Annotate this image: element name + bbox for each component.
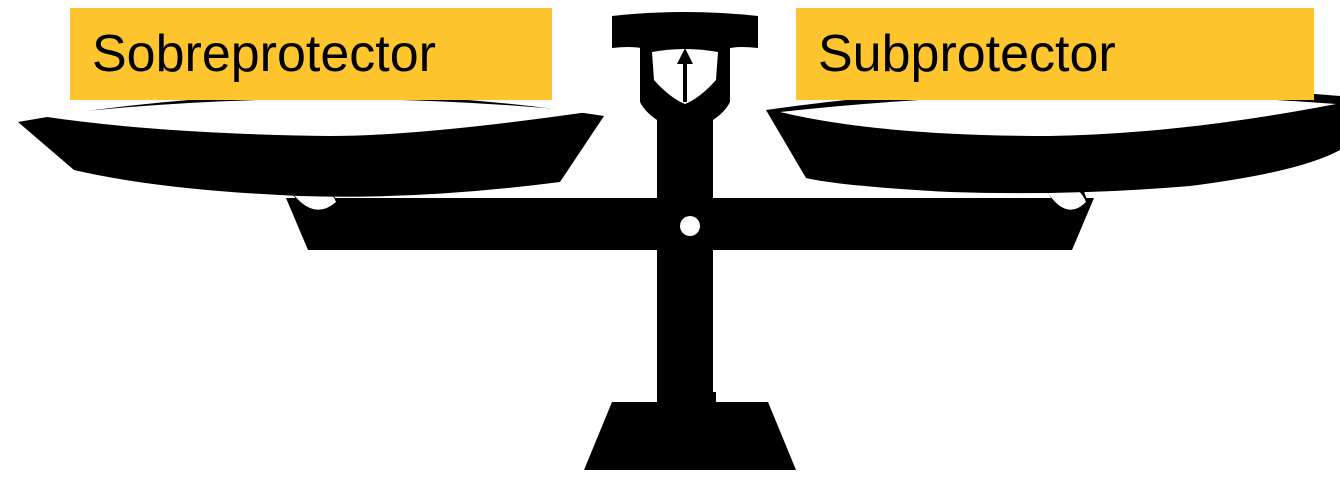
label-sobreprotector: Sobreprotector bbox=[70, 8, 552, 100]
left-pan-rim bbox=[40, 98, 588, 136]
pivot-point bbox=[680, 216, 700, 236]
up-arrow-icon bbox=[677, 48, 693, 102]
scale-base bbox=[584, 392, 796, 470]
right-pan-rim bbox=[780, 94, 1336, 136]
label-subprotector: Subprotector bbox=[796, 8, 1314, 100]
